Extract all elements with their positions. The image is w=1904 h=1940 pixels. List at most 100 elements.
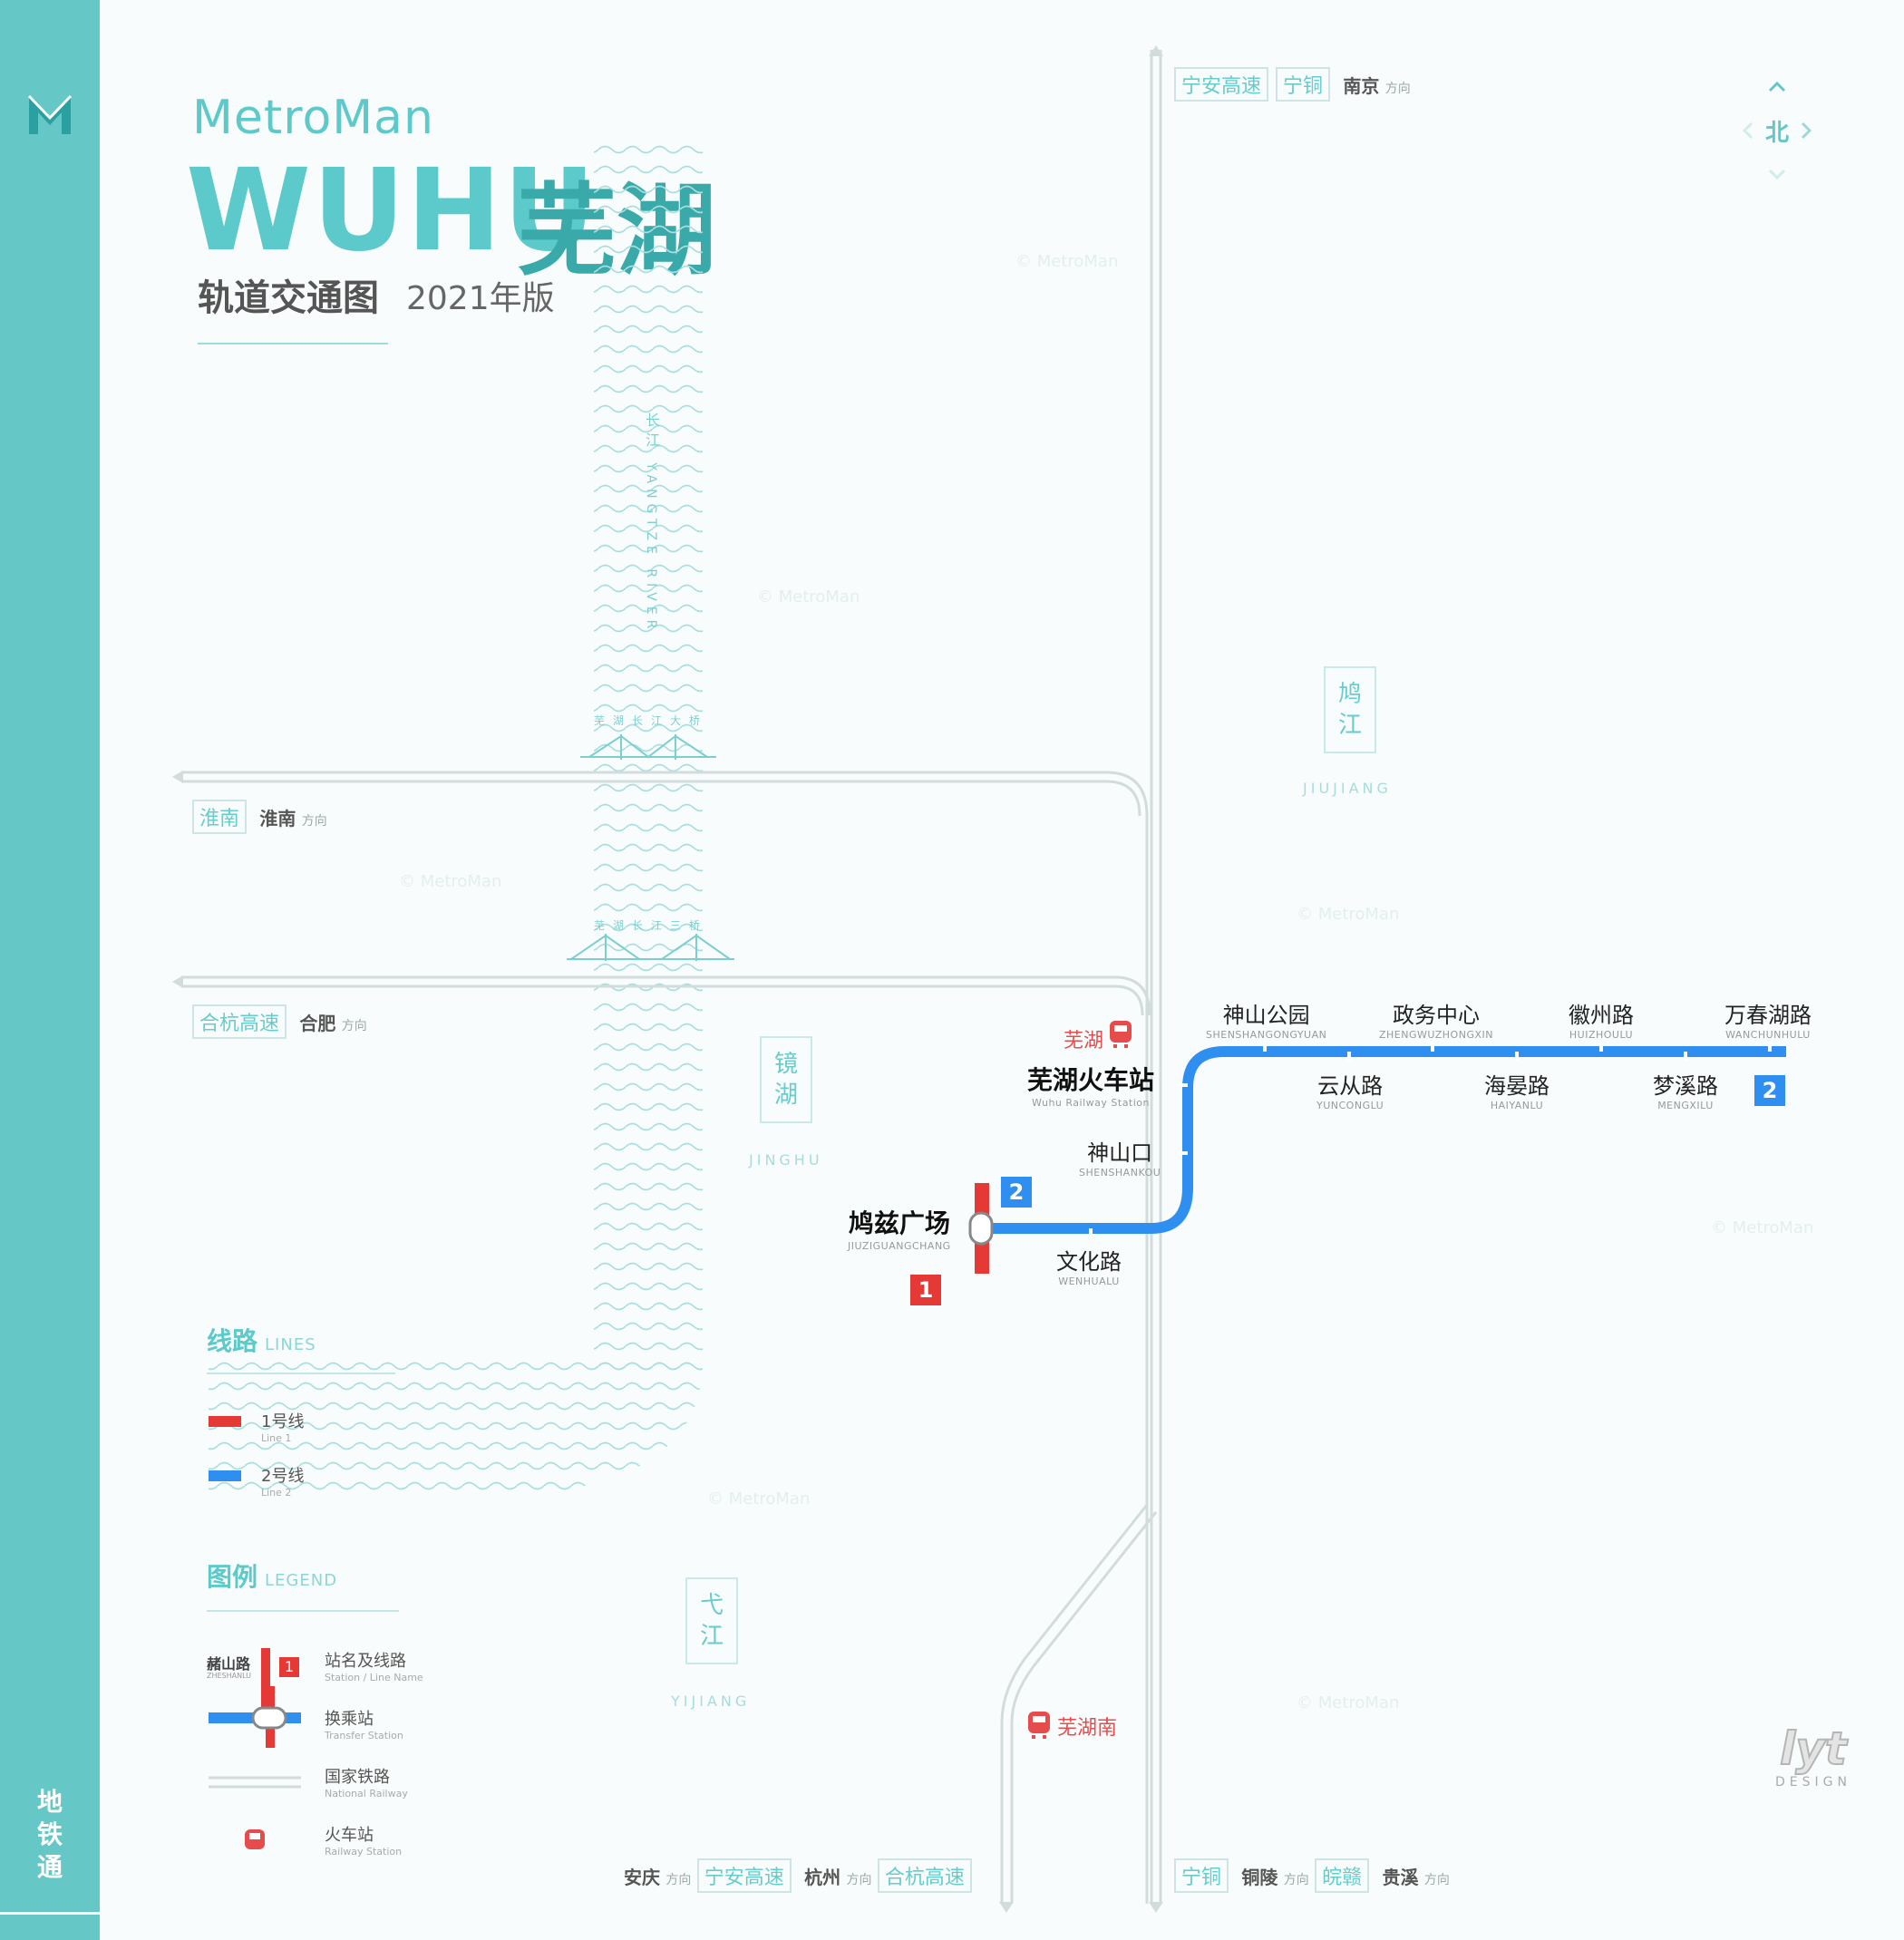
- app-name-char: 地: [36, 1787, 63, 1817]
- metroman-m-logo-icon: [27, 94, 73, 134]
- station-name-zh: 海晏路: [1484, 1073, 1549, 1099]
- line-2-name: 2号线: [261, 1467, 305, 1486]
- railway-station-wuhu[interactable]: 芜湖: [1064, 1030, 1104, 1052]
- line-1-name: 1号线: [261, 1412, 305, 1431]
- railway-box: 合杭高速: [877, 1858, 972, 1893]
- station-shenshangongyuan[interactable]: 神山公园 SHENSHANGONGYUAN: [1206, 997, 1326, 1041]
- compass-north-label: 北: [1764, 120, 1789, 147]
- direction-suffix: 方向: [1384, 82, 1411, 96]
- station-name-en: Wuhu Railway Station: [1032, 1097, 1151, 1109]
- app-name-char: 通: [36, 1852, 63, 1882]
- line-2-badge[interactable]: 2: [1754, 1075, 1785, 1106]
- direction-city: 杭州: [804, 1867, 841, 1888]
- watermark: © MetroMan: [757, 587, 860, 606]
- design-credit-text: DESIGN: [1775, 1775, 1851, 1790]
- station-name-zh: 文化路: [1056, 1249, 1122, 1275]
- design-logo: lyt: [1779, 1722, 1848, 1776]
- railway-box: 宁铜: [1276, 67, 1331, 102]
- transfer-station-icon[interactable]: [968, 1211, 994, 1246]
- station-name-en: HUIZHOULU: [1569, 1029, 1634, 1041]
- line-2-name-en: Line 2: [261, 1487, 292, 1499]
- national-railway: [181, 50, 1162, 1904]
- station-wuhu-railway[interactable]: 芜湖火车站 Wuhu Railway Station: [1027, 1061, 1154, 1109]
- legend-train-icon: [245, 1829, 265, 1849]
- legend-train-station-label: 火车站: [325, 1826, 374, 1845]
- legend-station-label-en: Station / Line Name: [325, 1672, 423, 1683]
- direction-suffix: 方向: [665, 1873, 692, 1887]
- district-name: 镜湖: [773, 1051, 798, 1109]
- station-shenshankou[interactable]: 神山口 SHENSHANKOU: [1079, 1135, 1161, 1179]
- station-name-en: SHENSHANGONGYUAN: [1206, 1029, 1327, 1041]
- direction-suffix: 方向: [301, 814, 327, 829]
- station-zhengwuzhongxin[interactable]: 政务中心 ZHENGWUZHONGXIN: [1379, 997, 1493, 1041]
- direction-south-east: 宁铜 铜陵 方向 皖赣 贵溪 方向: [1174, 1858, 1450, 1893]
- railway-box: 皖赣: [1315, 1858, 1370, 1893]
- direction-suffix: 方向: [846, 1873, 872, 1887]
- station-mengxilu[interactable]: 梦溪路 MENGXILU: [1653, 1068, 1718, 1111]
- bridge-1-label: 芜湖长江大桥: [594, 714, 709, 727]
- station-name-zh: 梦溪路: [1653, 1073, 1718, 1099]
- legend-railway-label: 国家铁路: [325, 1768, 390, 1787]
- district-jiujiang: 鸠江: [1324, 666, 1376, 753]
- app-name: 地 铁 通: [0, 1786, 100, 1884]
- line-1-badge[interactable]: 1: [910, 1275, 941, 1305]
- line-2-badge[interactable]: 2: [1001, 1177, 1032, 1208]
- bridge-2-label: 芜湖长江三桥: [594, 919, 709, 932]
- station-jiuziguangchang[interactable]: 鸠兹广场 JIUZIGUANGCHANG: [848, 1204, 951, 1252]
- district-name-en: JIUJIANG: [1303, 780, 1392, 797]
- district-yijiang: 弋江: [685, 1577, 738, 1664]
- station-yunconglu[interactable]: 云从路 YUNCONGLU: [1316, 1068, 1384, 1111]
- map-edition: 2021年版: [406, 280, 555, 317]
- station-name-zh: 神山公园: [1222, 1003, 1310, 1028]
- station-huizhoulu[interactable]: 徽州路 HUIZHOULU: [1569, 997, 1634, 1041]
- station-name-en: SHENSHANKOU: [1079, 1167, 1161, 1179]
- district-name-en: JINGHU: [749, 1151, 823, 1169]
- district-jinghu: 镜湖: [760, 1036, 812, 1123]
- direction-suffix: 方向: [1423, 1873, 1450, 1887]
- section-divider: [207, 1373, 395, 1374]
- river-name-zh: 长江: [643, 412, 660, 452]
- chevron-right-icon: [1801, 121, 1812, 140]
- legend-example-station-en: ZHESHANLU: [207, 1672, 252, 1680]
- section-title-zh: 图例: [207, 1562, 258, 1592]
- direction-north: 宁安高速宁铜 南京 方向: [1174, 67, 1411, 102]
- railway-box: 合杭高速: [192, 1004, 287, 1039]
- station-wenhualu[interactable]: 文化路 WENHUALU: [1056, 1244, 1122, 1287]
- railway-box: 宁铜: [1174, 1858, 1229, 1893]
- station-name-zh: 神山口: [1087, 1140, 1153, 1166]
- railway-station-wuhu-south[interactable]: 芜湖南: [1057, 1717, 1118, 1740]
- chevron-down-icon: [1768, 169, 1786, 180]
- direction-city: 安庆: [624, 1867, 660, 1888]
- title-divider: [198, 343, 388, 344]
- design-credit: lyt DESIGN: [1773, 1722, 1854, 1790]
- station-wanchunhulu[interactable]: 万春湖路 WANCHUNHULU: [1724, 997, 1812, 1041]
- direction-west-upper: 淮南 淮南 方向: [192, 800, 327, 834]
- watermark: © MetroMan: [1297, 1693, 1400, 1712]
- legend-transfer-label-en: Transfer Station: [325, 1730, 403, 1741]
- app-name-char: 铁: [36, 1819, 63, 1849]
- legend-railway-label-en: National Railway: [325, 1788, 408, 1799]
- legend-train-station-label-en: Railway Station: [325, 1846, 403, 1858]
- train-icon: [1028, 1712, 1050, 1739]
- line-1-name-en: Line 1: [261, 1432, 292, 1444]
- station-name-zh: 鸠兹广场: [848, 1208, 950, 1238]
- watermark: © MetroMan: [1711, 1218, 1814, 1237]
- direction-suffix: 方向: [341, 1019, 367, 1033]
- district-name: 鸠江: [1337, 681, 1362, 739]
- station-name-en: JIUZIGUANGCHANG: [848, 1240, 951, 1252]
- chevron-left-icon: [1742, 121, 1753, 140]
- section-divider: [207, 1610, 399, 1612]
- watermark: © MetroMan: [1297, 905, 1400, 924]
- direction-city: 淮南: [259, 808, 296, 829]
- station-name-en: HAIYANLU: [1490, 1100, 1544, 1111]
- river-name-en: YANGTZE RIVER: [644, 462, 658, 635]
- station-name-zh: 政务中心: [1392, 1003, 1480, 1028]
- station-haiyanlu[interactable]: 海晏路 HAIYANLU: [1484, 1068, 1549, 1111]
- district-name: 弋江: [699, 1592, 724, 1650]
- brand-name: MetroMan: [192, 91, 434, 145]
- map-subtitle: 轨道交通图: [198, 277, 379, 319]
- legend-station-sample: [261, 1648, 270, 1712]
- station-name-en: ZHENGWUZHONGXIN: [1379, 1029, 1493, 1041]
